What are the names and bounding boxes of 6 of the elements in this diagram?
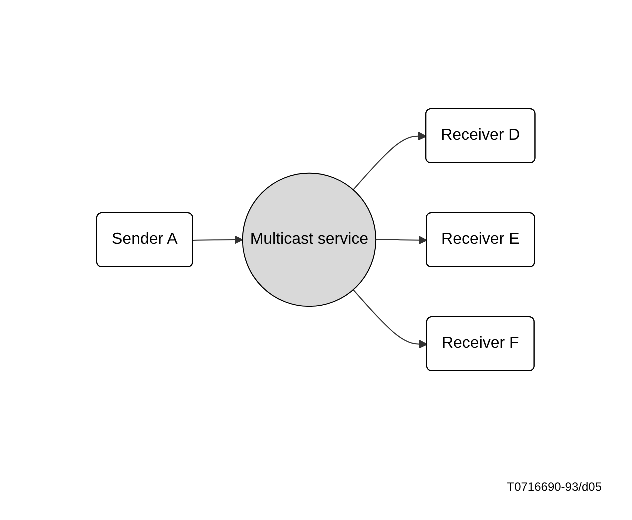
arrow (375, 236, 428, 245)
arrow (192, 236, 244, 244)
node-circle: Multicast service (242, 172, 376, 308)
arrow (352, 290, 428, 349)
figure-code: T0716690-93/d05 (506, 480, 602, 494)
arrow (352, 132, 427, 190)
